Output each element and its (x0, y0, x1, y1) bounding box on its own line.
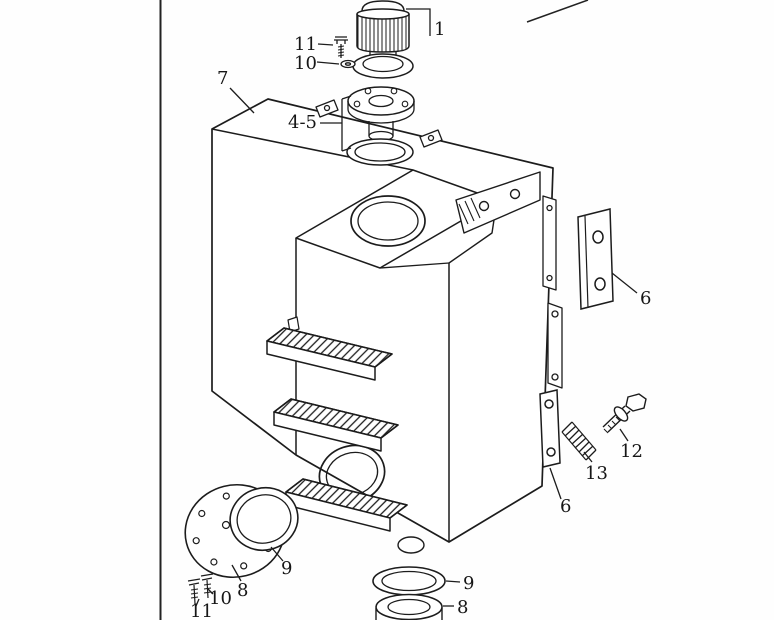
step-3 (285, 478, 408, 532)
bottom-flange-ring (372, 566, 446, 596)
callout-item-8-left: 8 (237, 580, 249, 601)
callout-item-8-center: 8 (457, 597, 469, 618)
tank-steps (266, 316, 408, 532)
bracket-lower (539, 389, 561, 468)
callout-item-6-lower: 6 (560, 496, 572, 517)
side-channel-upper (542, 195, 557, 291)
bracket-upper (577, 208, 614, 310)
screw-top (334, 36, 348, 58)
callout-item-4-5: 4-5 (288, 112, 317, 133)
callout-item-9-left: 9 (281, 558, 293, 579)
callout-item-7: 7 (217, 68, 229, 89)
callout-item-10-top: 10 (294, 53, 317, 74)
bolt (602, 393, 647, 434)
callout-item-13: 13 (585, 463, 608, 484)
step-1 (266, 327, 393, 381)
callout-item-9-center: 9 (463, 573, 475, 594)
screws-bottom-left (187, 573, 214, 605)
top-edge-tabs (315, 99, 443, 148)
filler-strainer (352, 0, 414, 79)
tank-body (211, 98, 563, 554)
page-border-lines (159, 0, 589, 620)
callout-item-12: 12 (620, 441, 643, 462)
gasket-ring-left (229, 487, 299, 551)
callout-item-1: 1 (434, 19, 446, 40)
flange-assembly (346, 86, 415, 166)
drain-boss (397, 536, 425, 554)
spring (561, 421, 597, 461)
leader-lines (195, 8, 638, 607)
bottom-flange-pipe (375, 593, 443, 620)
callout-item-6-upper: 6 (640, 288, 652, 309)
washer-top (340, 59, 356, 69)
callout-item-11-top: 11 (294, 34, 317, 55)
callout-item-11-bottom: 11 (190, 601, 213, 620)
side-strip-middle (547, 302, 563, 389)
step-2 (273, 398, 399, 452)
gasket-ring (346, 138, 414, 166)
callout-item-10-bottom: 10 (209, 588, 232, 609)
top-gusset-plate (455, 171, 541, 234)
